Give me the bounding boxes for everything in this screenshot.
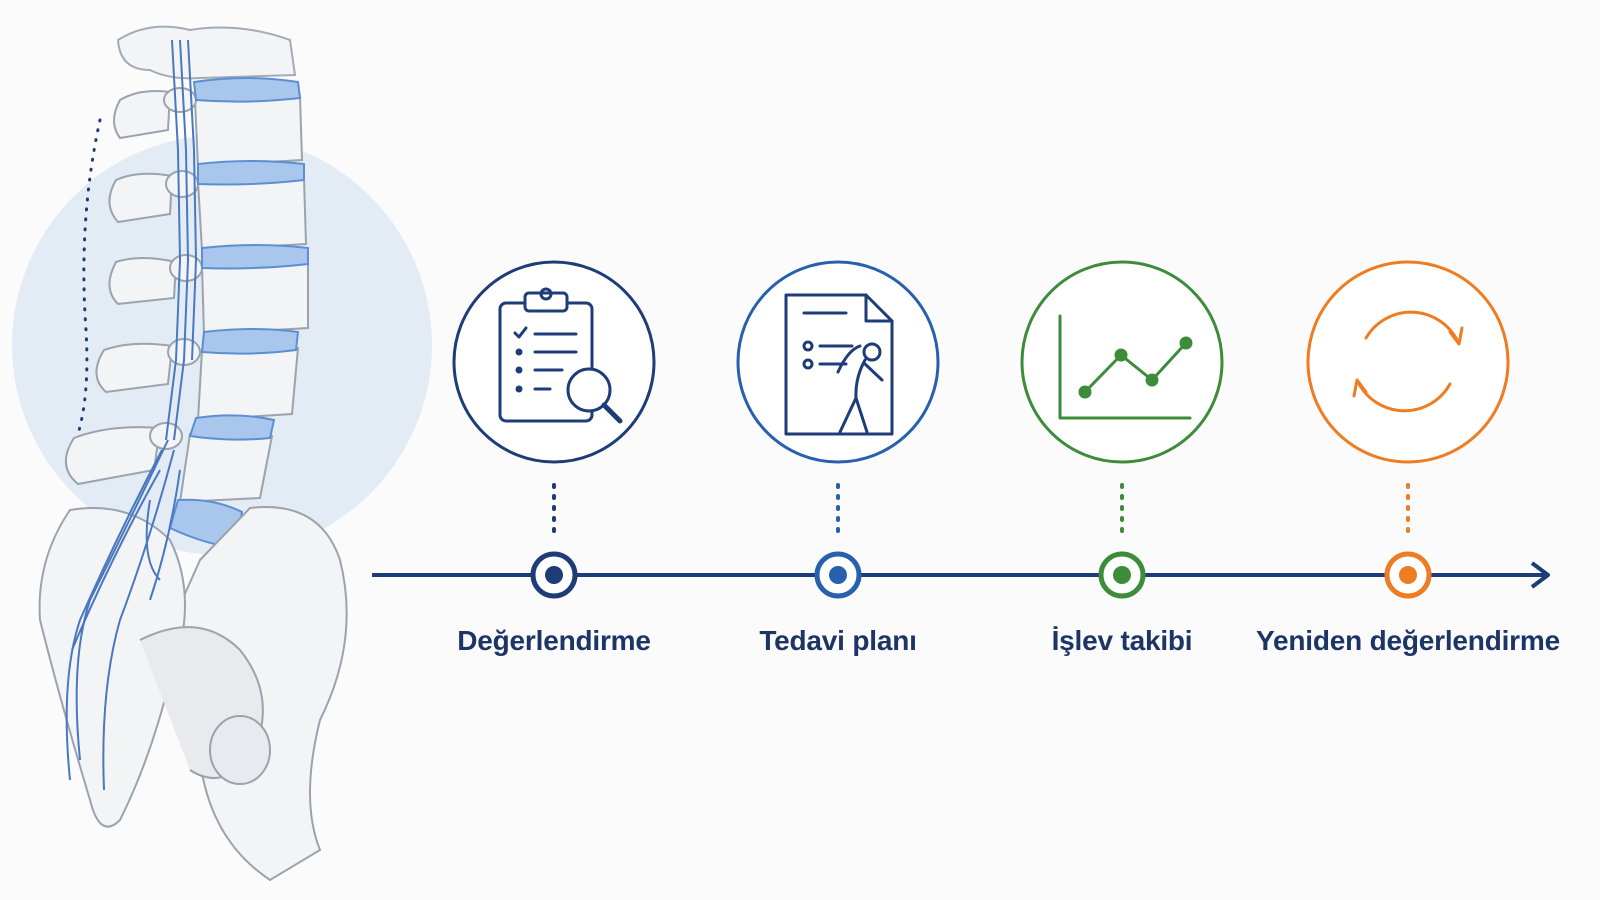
step-label-treatment-plan: Tedavi planı	[759, 625, 917, 656]
step-treatment-plan	[736, 260, 940, 599]
reassessment-icon-circle	[1306, 260, 1510, 464]
spinal-cord	[165, 39, 198, 441]
line-chart-icon	[1058, 314, 1193, 420]
cycle-arrows-icon	[1352, 310, 1464, 413]
step-label-reassessment: Yeniden değerlendirme	[1256, 625, 1560, 656]
lumbar-spine-illustration	[12, 25, 432, 882]
function-tracking-icon-circle	[1020, 260, 1224, 464]
step-reassessment	[1306, 260, 1510, 599]
step-function-tracking	[1020, 260, 1224, 599]
clipboard-magnifier-icon	[498, 287, 623, 424]
exercise-document-icon	[784, 293, 894, 436]
treatment-plan-milestone-dot	[829, 566, 847, 584]
pelvis	[38, 506, 348, 882]
reassessment-milestone-dot	[1399, 566, 1417, 584]
step-label-assessment: Değerlendirme	[457, 625, 651, 656]
top-vertebra	[116, 25, 297, 80]
treatment-plan-icon-circle	[736, 260, 940, 464]
assessment-icon-circle	[452, 260, 656, 464]
step-assessment	[452, 260, 656, 599]
function-tracking-milestone-dot	[1113, 566, 1131, 584]
sciatic-nerves	[65, 439, 181, 791]
step-label-function-tracking: İşlev takibi	[1051, 625, 1193, 656]
timeline-arrowhead	[1530, 561, 1550, 589]
assessment-milestone-dot	[545, 566, 563, 584]
